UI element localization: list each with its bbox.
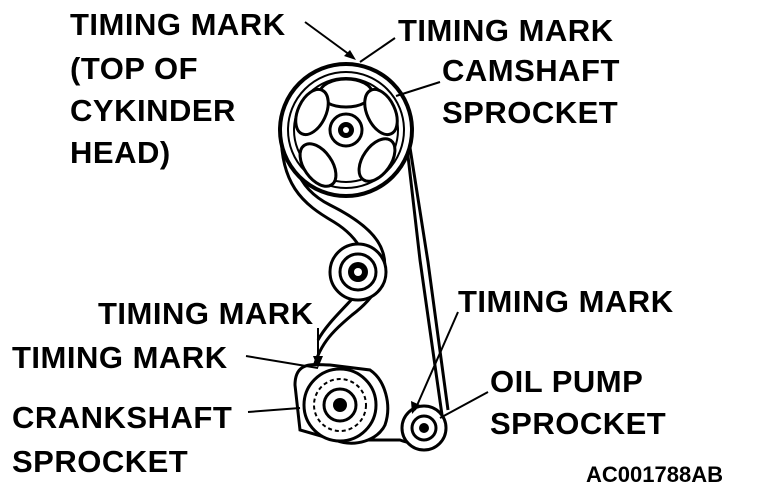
label-camshaft: CAMSHAFT [442, 53, 620, 88]
crankshaft-sprocket [293, 363, 390, 445]
label-head: HEAD) [70, 135, 171, 170]
label-crankshaft: CRANKSHAFT [12, 400, 233, 435]
label-oil-pump: OIL PUMP [490, 364, 644, 399]
label-timing-mark-crank-lower: TIMING MARK [12, 340, 228, 375]
label-timing-mark-oil-pump: TIMING MARK [458, 284, 674, 319]
oil-pump-sprocket [400, 404, 448, 452]
label-timing-mark-crank-upper: TIMING MARK [98, 296, 314, 331]
label-timing-mark-cylinder-head: TIMING MARK [70, 7, 286, 42]
label-timing-mark-camshaft: TIMING MARK [398, 13, 614, 48]
timing-mark-arrows [313, 50, 420, 414]
leader-lines [245, 21, 489, 419]
tensioner-pulley [328, 242, 388, 302]
camshaft-sprocket [278, 62, 414, 198]
label-cylinder: CYKINDER [70, 93, 236, 128]
label-camshaft-sprocket: SPROCKET [442, 95, 619, 130]
label-top-of: (TOP OF [70, 51, 199, 86]
label-oil-pump-sprocket: SPROCKET [490, 406, 667, 441]
figure-code: AC001788AB [586, 462, 723, 487]
label-crankshaft-sprocket: SPROCKET [12, 444, 189, 479]
